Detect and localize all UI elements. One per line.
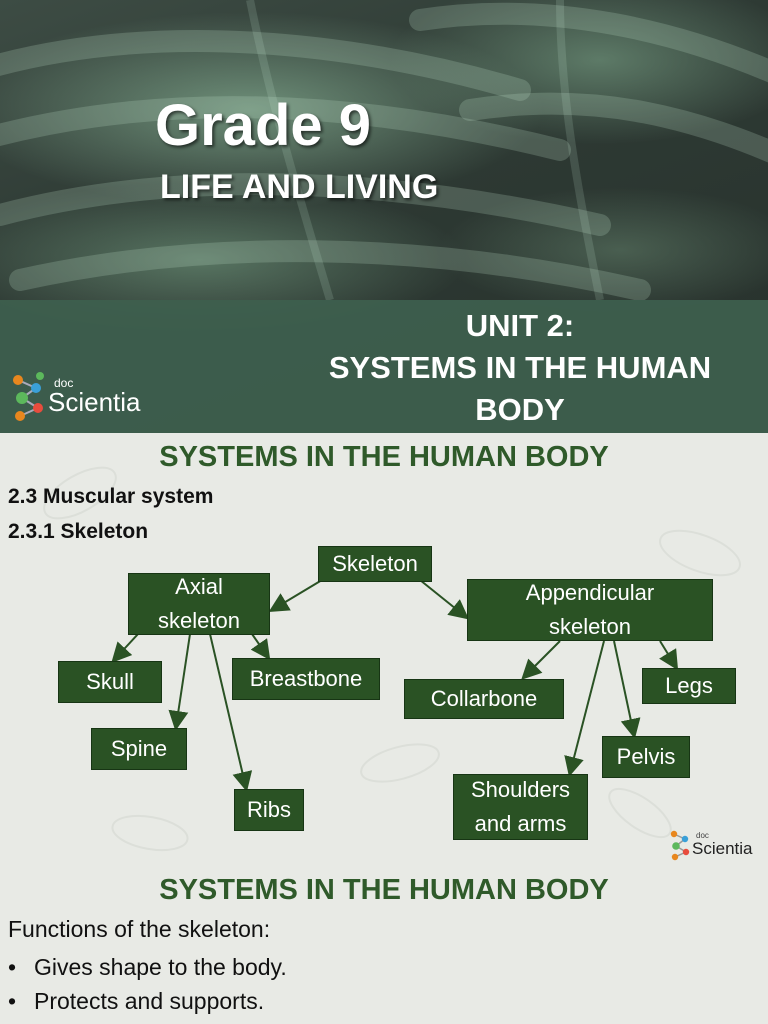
cover-grade-title: Grade 9 (155, 93, 371, 158)
node-appendicular-line-2: skeleton (549, 614, 631, 639)
node-shoulders-line-1: Shoulders (470, 777, 571, 802)
node-skull: Skull (58, 661, 162, 703)
functions-slide-heading: SYSTEMS IN THE HUMAN BODY (159, 874, 609, 906)
logo-small-prefix: doc (696, 830, 709, 840)
xray-background-image (0, 0, 768, 300)
bullet-text: Protects and supports. (34, 988, 265, 1014)
arrow-axial-to-breastbone (250, 633, 271, 661)
bullet-icon: • (8, 988, 17, 1014)
node-ribs: Ribs (234, 789, 304, 831)
arrow-appendicular-to-collarbone (521, 640, 561, 680)
skeleton-subheading: 2.3.1 Skeleton (8, 520, 149, 543)
logo-prefix: doc (54, 376, 74, 390)
unit-title-line-3: BODY (475, 392, 565, 427)
list-item: • Gives shape to the body. (8, 950, 287, 984)
node-legs: Legs (642, 668, 736, 704)
unit-title: UNIT 2: SYSTEMS IN THE HUMAN BODY (300, 305, 740, 431)
unit-title-line-1: UNIT 2: (465, 308, 575, 343)
node-appendicular-line-1: Appendicular (525, 580, 655, 605)
arrow-appendicular-to-pelvis (613, 640, 641, 739)
node-shoulders-line-2: and arms (474, 811, 567, 836)
docscientia-logo: doc Scientia (8, 368, 141, 424)
arrow-axial-to-skull (111, 633, 139, 663)
arrow-appendicular-to-shoulders (564, 640, 605, 777)
node-appendicular-skeleton: Appendicular skeleton (467, 579, 713, 641)
node-pelvis: Pelvis (602, 736, 690, 778)
cover-slide: Grade 9 LIFE AND LIVING UNIT 2: SYSTEMS … (0, 0, 768, 433)
molecule-logo-small-icon (670, 830, 690, 861)
functions-bullet-list: • Gives shape to the body. • Protects and … (8, 950, 287, 1018)
functions-intro: Functions of the skeleton: (8, 916, 271, 942)
skeleton-slide-heading: SYSTEMS IN THE HUMAN BODY (159, 441, 609, 473)
node-breastbone: Breastbone (232, 658, 380, 700)
node-axial-skeleton: Axial skeleton (128, 573, 270, 635)
node-spine: Spine (91, 728, 187, 770)
node-axial-line-2: skeleton (158, 608, 240, 633)
arrow-skeleton-to-axial (268, 579, 323, 613)
node-skeleton: Skeleton (318, 546, 432, 582)
leaf-pattern-background (43, 466, 741, 852)
cover-subject-title: LIFE AND LIVING (160, 168, 439, 206)
list-item: • Protects and supports. (8, 984, 287, 1018)
bullet-icon: • (8, 954, 17, 980)
arrow-axial-to-spine (168, 633, 191, 731)
bullet-text: Gives shape to the body. (34, 954, 287, 980)
molecule-logo-icon (13, 372, 44, 421)
logo-name: Scientia (48, 387, 141, 417)
arrow-appendicular-to-legs (659, 640, 679, 671)
node-axial-line-1: Axial (175, 574, 223, 599)
unit-band (0, 300, 768, 433)
arrow-axial-to-ribs (209, 633, 253, 792)
muscular-system-subheading: 2.3 Muscular system (8, 485, 214, 508)
arrow-skeleton-to-appendicular (419, 579, 470, 620)
node-collarbone: Collarbone (404, 679, 564, 719)
docscientia-logo-small: doc Scientia (668, 826, 752, 862)
functions-slide (0, 865, 768, 1024)
logo-small-name: Scientia (692, 838, 753, 858)
node-shoulders-and-arms: Shoulders and arms (453, 774, 588, 840)
unit-title-line-2: SYSTEMS IN THE HUMAN (328, 350, 712, 385)
